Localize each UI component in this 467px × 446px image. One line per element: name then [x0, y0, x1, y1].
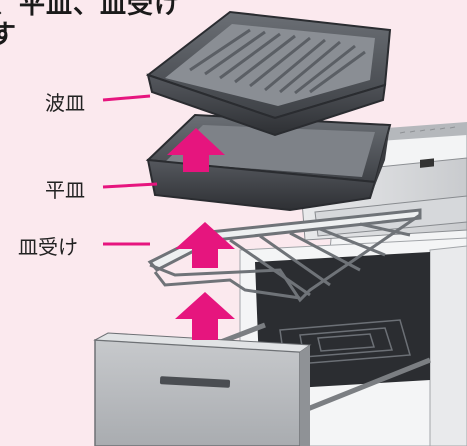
label-wave-tray: 波皿: [45, 91, 85, 115]
label-flat-tray: 平皿: [45, 178, 85, 202]
up-arrow-2: [175, 222, 235, 268]
header-line-1: 、平皿、皿受け: [0, 0, 182, 20]
pointer-wave-tray: [102, 94, 151, 102]
label-tray-holder: 皿受け: [18, 235, 78, 259]
up-arrow-1: [167, 128, 225, 172]
tray-holder-rack: [147, 208, 422, 303]
up-arrow-3: [175, 292, 235, 340]
wave-ridges: [189, 28, 366, 95]
vent-grille: [399, 126, 456, 134]
drawer: [93, 332, 312, 446]
drawer-handle: [159, 376, 231, 388]
header-line-2: す: [0, 20, 18, 50]
pointer-flat-tray: [102, 182, 158, 189]
wave-tray: [145, 10, 392, 137]
